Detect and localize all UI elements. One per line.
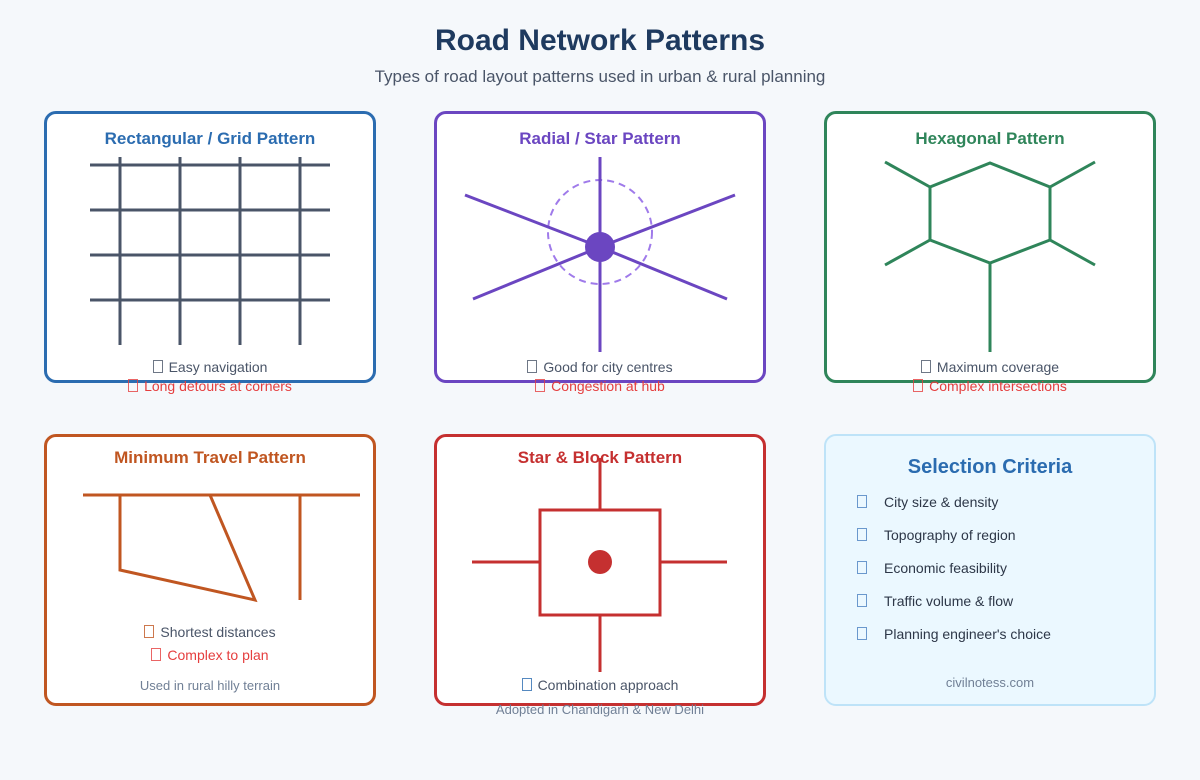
radial-road [599, 193, 736, 249]
card-grid-pattern: Rectangular / Grid Pattern [44, 111, 376, 383]
missing-glyph-icon [857, 495, 867, 508]
missing-glyph-icon [857, 594, 867, 607]
con-note: Complex intersections [825, 378, 1155, 394]
radial-road [599, 245, 728, 301]
missing-glyph-icon [857, 561, 867, 574]
hex-spoke [1049, 238, 1096, 267]
criteria-item: Economic feasibility [857, 560, 1007, 576]
card-min-travel-pattern: Minimum Travel Pattern [44, 434, 376, 706]
card-title: Star & Block Pattern [517, 448, 683, 467]
pro-note: Good for city centres [435, 359, 765, 375]
card-title: Hexagonal Pattern [915, 129, 1065, 148]
criteria-item: City size & density [857, 494, 998, 510]
missing-glyph-icon [521, 678, 532, 691]
card-title: Radial / Star Pattern [519, 129, 681, 148]
hex-spoke [884, 238, 931, 267]
branch-road [118, 494, 258, 603]
criteria-item: Planning engineer's choice [857, 626, 1051, 642]
missing-glyph-icon [857, 528, 867, 541]
missing-glyph-icon [527, 360, 538, 373]
criteria-item: Topography of region [857, 527, 1016, 543]
missing-glyph-icon [128, 379, 139, 392]
missing-glyph-icon [913, 379, 924, 392]
usage-note: Used in rural hilly terrain [139, 678, 281, 693]
page-title: Road Network Patterns [434, 24, 766, 57]
card-hexagonal-pattern: Hexagonal Pattern [824, 111, 1156, 383]
pro-note: Maximum coverage [825, 359, 1155, 375]
hexagon-road [928, 161, 1052, 265]
missing-glyph-icon [152, 360, 163, 373]
radial-road [464, 193, 601, 249]
site-credit: civilnotess.com [945, 675, 1035, 690]
usage-note: Adopted in Chandigarh & New Delhi [495, 702, 705, 717]
grid-diagram [90, 157, 330, 345]
con-note: Long detours at corners [45, 378, 375, 394]
hex-spoke [884, 160, 931, 189]
pro-note: Easy navigation [45, 359, 375, 375]
missing-glyph-icon [535, 379, 546, 392]
card-selection-criteria: Selection Criteria [824, 434, 1156, 706]
card-title: Rectangular / Grid Pattern [104, 129, 316, 148]
missing-glyph-icon [144, 625, 155, 638]
card-title: Minimum Travel Pattern [114, 448, 306, 467]
criteria-item: Traffic volume & flow [857, 593, 1013, 609]
missing-glyph-icon [920, 360, 931, 373]
radial-road [472, 245, 601, 301]
pro-note: Combination approach [435, 677, 765, 693]
centre-dot [588, 550, 612, 574]
pro-note: Shortest distances [45, 624, 375, 640]
criteria-title: Selection Criteria [907, 456, 1073, 478]
con-note: Congestion at hub [435, 378, 765, 394]
con-note: Complex to plan [45, 647, 375, 663]
page-subtitle: Types of road layout patterns used in ur… [374, 67, 826, 86]
min-travel-diagram [83, 493, 360, 603]
missing-glyph-icon [151, 648, 162, 661]
city-centre-hub [585, 232, 615, 262]
missing-glyph-icon [857, 627, 867, 640]
star-block-diagram [472, 458, 727, 672]
hex-spoke [1049, 160, 1096, 189]
radial-diagram [464, 157, 736, 352]
hexagonal-diagram [884, 160, 1096, 352]
